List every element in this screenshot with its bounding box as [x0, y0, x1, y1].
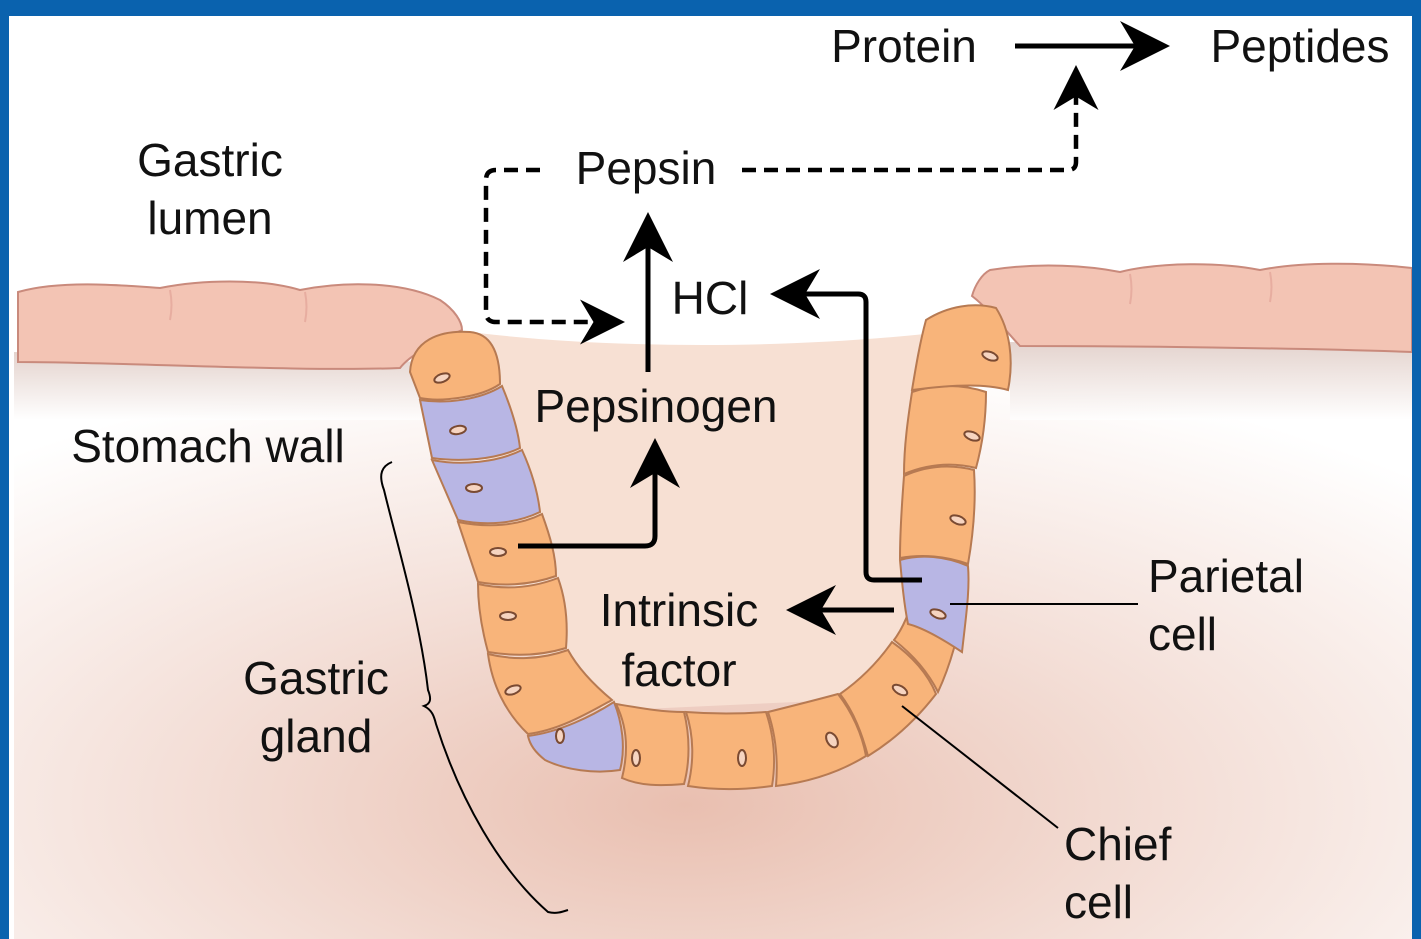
chief-cell [616, 704, 689, 785]
gastric-gland-label-line1: Gastric [243, 652, 389, 704]
intrinsic-factor-label-line1: Intrinsic [600, 584, 758, 636]
parietal-cell-label-line2: cell [1148, 608, 1217, 660]
chief-cell [904, 386, 986, 474]
peptides-label: Peptides [1210, 20, 1389, 72]
gastric-gland-label-line2: gland [260, 710, 373, 762]
gastric-lumen-label-line1: Gastric [137, 134, 283, 186]
gastric-lumen-label-line2: lumen [147, 192, 272, 244]
pepsin-label: Pepsin [576, 142, 717, 194]
chief-cell-label-line1: Chief [1064, 818, 1172, 870]
diagram-frame: Protein Peptides Pepsin HCl Pepsinogen I… [9, 16, 1412, 939]
stomach-wall-label: Stomach wall [71, 420, 345, 472]
protein-label: Protein [831, 20, 977, 72]
chief-cell [900, 467, 975, 564]
chief-cell-label-line2: cell [1064, 876, 1133, 928]
gastric-gland-diagram: Protein Peptides Pepsin HCl Pepsinogen I… [9, 16, 1412, 939]
intrinsic-factor-label-line2: factor [621, 644, 736, 696]
parietal-cell-label-line1: Parietal [1148, 550, 1304, 602]
chief-cell [912, 305, 1011, 390]
chief-cell [478, 578, 567, 655]
pepsin-to-peptides-dashed-arrow [742, 74, 1076, 170]
surface-epithelium-left [18, 282, 462, 369]
pepsinogen-label: Pepsinogen [535, 380, 778, 432]
hcl-label: HCl [672, 272, 749, 324]
surface-epithelium-right [972, 264, 1412, 352]
chief-cell [686, 712, 774, 789]
